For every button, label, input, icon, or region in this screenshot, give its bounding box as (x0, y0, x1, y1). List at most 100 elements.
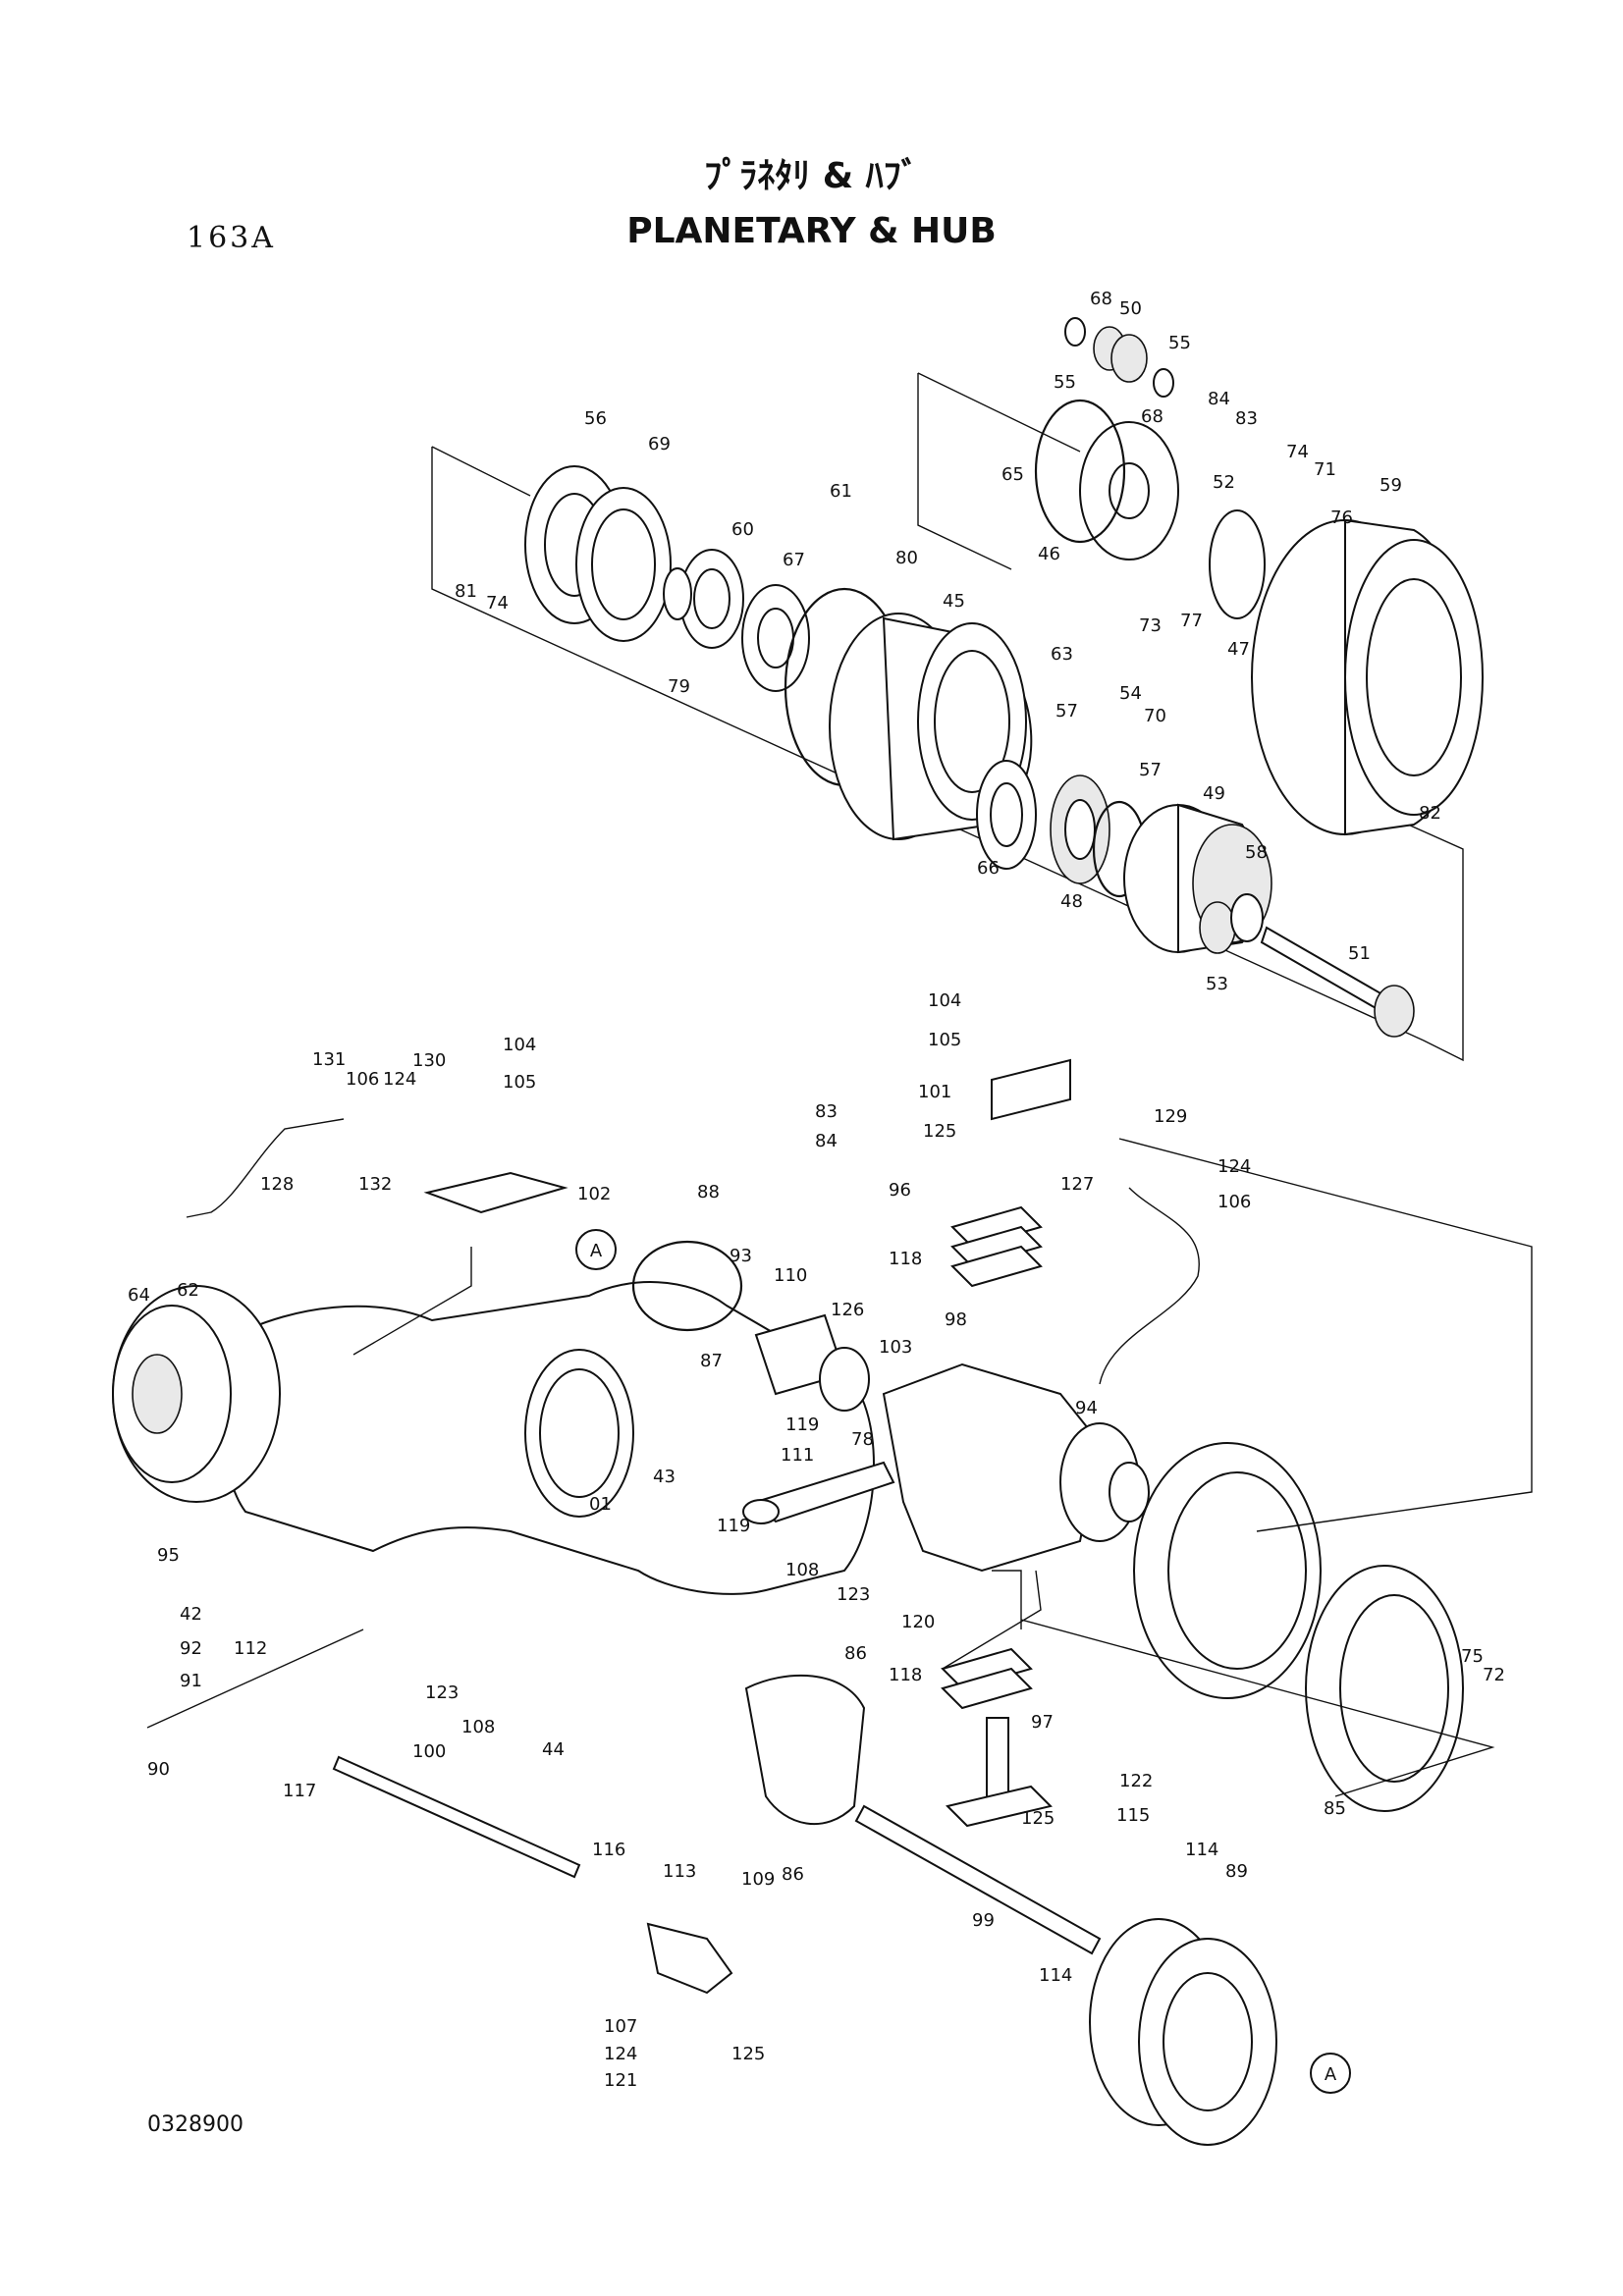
bracket-102 (423, 1171, 568, 1214)
part-label: 125 (1021, 1808, 1055, 1829)
part-label: 97 (1031, 1712, 1054, 1733)
part-label: 50 (1119, 298, 1142, 319)
part-label: 124 (383, 1069, 416, 1090)
washer-58 (1230, 893, 1264, 942)
carrier-46 (1079, 421, 1179, 561)
part-label: 103 (879, 1337, 912, 1358)
bearing-66 (976, 760, 1037, 870)
part-label: 118 (889, 1249, 922, 1269)
part-label: 105 (928, 1030, 961, 1050)
lower-leaders (146, 1138, 1533, 1797)
part-label: 124 (1217, 1156, 1251, 1177)
part-label: 126 (831, 1300, 864, 1320)
bracket-101 (991, 1058, 1071, 1121)
part-label: 76 (1330, 507, 1353, 528)
part-label: 123 (837, 1584, 870, 1605)
upper-assembly-outline (431, 372, 1464, 1062)
part-label: 92 (180, 1638, 202, 1659)
svg-text:A: A (1325, 2064, 1337, 2085)
part-label: 72 (1483, 1665, 1505, 1685)
part-label: 111 (781, 1445, 814, 1466)
part-label: 105 (503, 1072, 536, 1093)
part-label: 119 (717, 1516, 750, 1536)
part-label: 99 (972, 1910, 995, 1931)
part-label: 54 (1119, 683, 1142, 704)
part-label: 119 (785, 1415, 819, 1435)
part-label: 63 (1051, 644, 1073, 665)
part-label: 74 (486, 593, 509, 614)
part-label: 84 (1208, 389, 1230, 409)
part-label: 104 (928, 990, 961, 1011)
yoke-end (744, 1674, 866, 1825)
part-label: 131 (312, 1049, 346, 1070)
part-label: 86 (782, 1864, 804, 1885)
grease-tube-128 (186, 1118, 345, 1218)
part-label: 113 (663, 1861, 696, 1882)
part-label: 118 (889, 1665, 922, 1685)
part-label: 102 (577, 1184, 611, 1204)
brake-drum-59 (1251, 518, 1484, 836)
part-label: 48 (1060, 891, 1083, 912)
part-label: 78 (851, 1429, 874, 1450)
part-label: 114 (1185, 1840, 1218, 1860)
part-label: 120 (901, 1612, 935, 1632)
part-label: 107 (604, 2016, 637, 2037)
tie-rod-end-113 (646, 1922, 733, 1995)
part-label: 81 (455, 581, 477, 602)
part-label: 83 (815, 1101, 838, 1122)
part-label: 110 (774, 1265, 807, 1286)
part-label: 106 (346, 1069, 379, 1090)
part-label: 52 (1213, 472, 1235, 493)
cover-47 (1209, 509, 1266, 619)
drive-shaft-99 (854, 1804, 1102, 1955)
bearing-67 (741, 584, 810, 692)
part-label: 122 (1119, 1771, 1153, 1791)
brake-shoes-85 (1305, 1565, 1464, 1812)
planet-gears-50 (1064, 317, 1174, 398)
part-label: 132 (358, 1174, 392, 1195)
part-label: 80 (895, 548, 918, 568)
part-label: 60 (731, 519, 754, 540)
sun-gear-48 (1050, 774, 1110, 884)
part-label: 89 (1225, 1861, 1248, 1882)
title-japanese: ﾌﾟﾗﾈﾀﾘ & ﾊﾌﾞ (704, 156, 919, 196)
part-label: 01 (589, 1494, 612, 1515)
part-label: 79 (668, 676, 690, 697)
part-label: 130 (412, 1050, 446, 1071)
part-label: 68 (1141, 406, 1163, 427)
part-label: 125 (731, 2044, 765, 2064)
bearing-126 (819, 1347, 870, 1412)
bearing-60 (663, 549, 744, 649)
part-label: 98 (945, 1309, 967, 1330)
part-label: 43 (653, 1467, 676, 1487)
part-label: 104 (503, 1035, 536, 1055)
part-label: 128 (260, 1174, 294, 1195)
part-label: 51 (1348, 943, 1371, 964)
part-label: 94 (1075, 1398, 1098, 1418)
kingpin-97 (946, 1717, 1053, 1828)
part-label: 117 (283, 1781, 316, 1801)
kingpin-housing-94 (882, 1362, 1150, 1573)
left-hub-62 (112, 1285, 281, 1503)
part-labels: 68 50 55 55 68 84 83 65 52 74 71 59 76 4… (128, 289, 1505, 2091)
document-number: 0328900 (147, 2112, 243, 2137)
part-label: 53 (1206, 974, 1228, 994)
part-label: 71 (1314, 459, 1336, 480)
part-label: 96 (889, 1180, 911, 1201)
part-label: 87 (700, 1351, 723, 1371)
gasket-69 (575, 487, 672, 642)
shim-stack-118 (950, 1205, 1043, 1288)
part-label: 100 (412, 1741, 446, 1762)
part-label: 82 (1419, 803, 1441, 824)
part-label: 84 (815, 1131, 838, 1151)
steering-arm-111 (742, 1461, 895, 1524)
part-label: 90 (147, 1759, 170, 1780)
nut-53 (1199, 901, 1236, 954)
axle-shaft-51 (1260, 926, 1415, 1038)
part-label: 124 (604, 2044, 637, 2064)
shim-stack-lower-118 (941, 1647, 1033, 1710)
part-label: 93 (730, 1246, 752, 1266)
part-label: 108 (461, 1717, 495, 1737)
page-number: 163A (187, 221, 276, 255)
